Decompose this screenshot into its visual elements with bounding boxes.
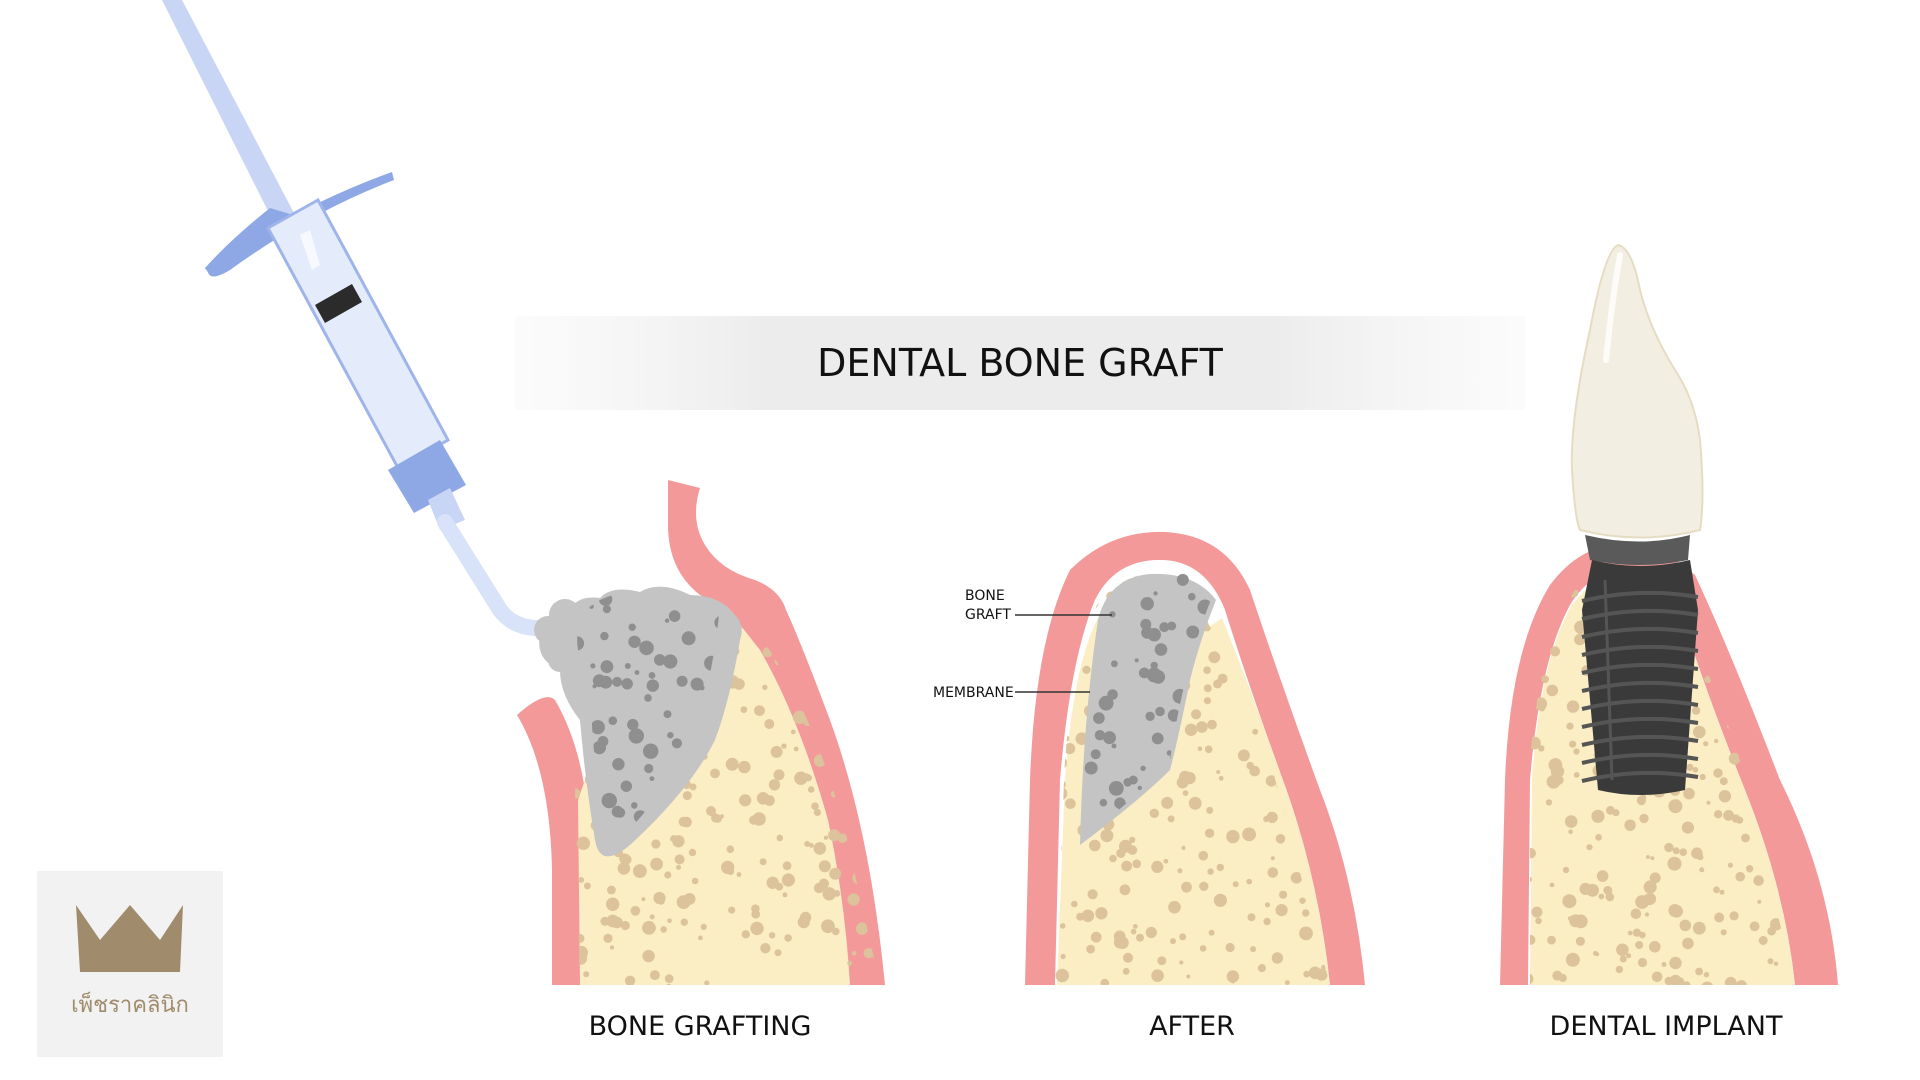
bone-graft-material [1080, 573, 1216, 845]
panel-after [1015, 531, 1365, 985]
implant-abutment [1585, 535, 1690, 565]
implant-threads [1581, 590, 1699, 783]
title-banner [515, 316, 1525, 410]
caption-after: AFTER [1149, 1011, 1235, 1042]
gum-outer [1500, 545, 1838, 985]
panel-bone-grafting [517, 480, 885, 985]
page-title: DENTAL BONE GRAFT [817, 341, 1224, 385]
caption-dental-implant: DENTAL IMPLANT [1550, 1011, 1783, 1042]
callout-membrane: MEMBRANE [933, 685, 1014, 701]
callout-bone-graft-line2: GRAFT [965, 607, 1011, 623]
panel-dental-implant [1500, 243, 1838, 985]
callout-bone-graft-line1: BONE [965, 588, 1005, 604]
clinic-logo: เพ็ชราคลินิก [37, 871, 223, 1057]
caption-bone-grafting: BONE GRAFTING [589, 1011, 812, 1042]
gum-outer [1025, 531, 1365, 985]
crown-icon [76, 905, 183, 972]
bone-graft-material [539, 586, 742, 857]
gum-flap-left [517, 697, 590, 985]
logo-text: เพ็ชราคลินิก [71, 990, 189, 1018]
crown-tooth [1570, 243, 1704, 539]
syringe-icon [162, 0, 553, 637]
